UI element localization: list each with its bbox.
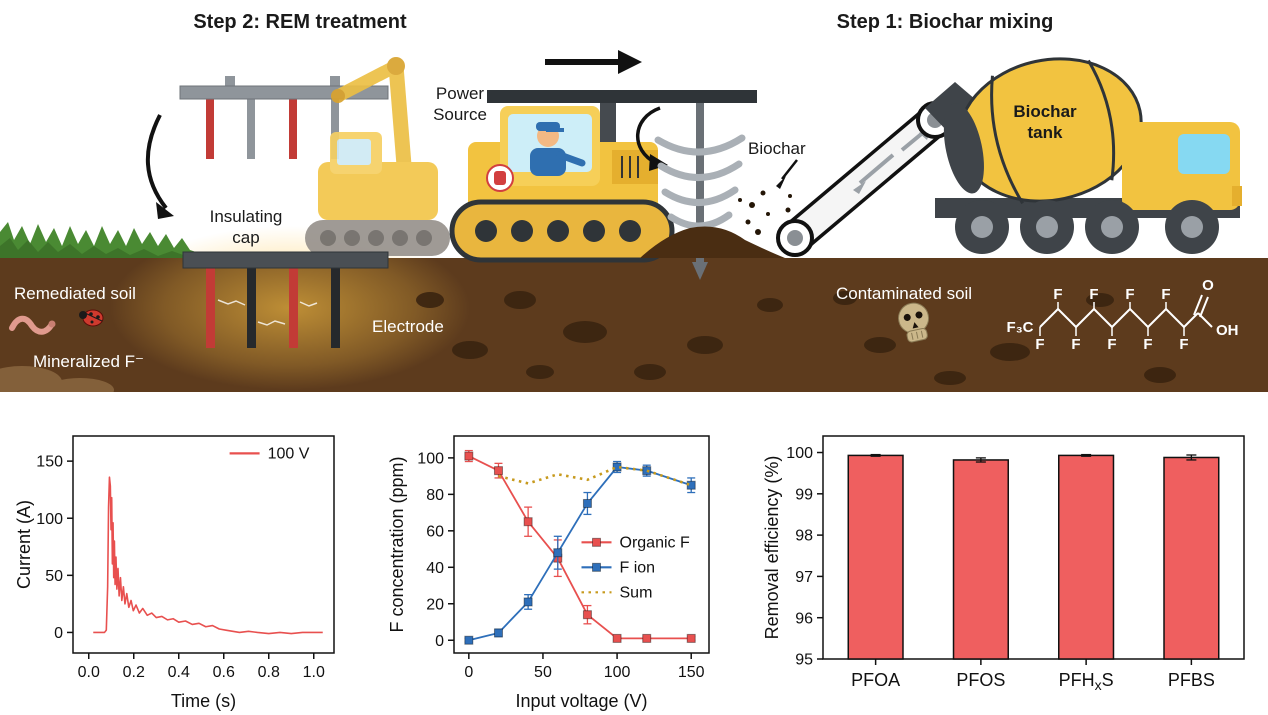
svg-text:0: 0 [54, 625, 63, 642]
mixer-truck [925, 57, 1242, 254]
step2-title: Step 2: REM treatment [193, 11, 407, 33]
svg-text:150: 150 [678, 664, 705, 681]
svg-text:0.2: 0.2 [123, 664, 145, 681]
svg-text:50: 50 [534, 664, 552, 681]
mixer-drum [943, 57, 1143, 205]
svg-text:F concentration (ppm): F concentration (ppm) [388, 456, 407, 632]
svg-text:97: 97 [795, 569, 813, 586]
biochar-label: Biochar [748, 139, 806, 158]
molecule-f: F [1179, 336, 1188, 353]
machine-logo [486, 164, 514, 192]
svg-text:100 V: 100 V [268, 445, 310, 462]
svg-text:1.0: 1.0 [303, 664, 325, 681]
molecule-f: F [1161, 286, 1170, 303]
svg-text:0.0: 0.0 [78, 664, 100, 681]
insulating-cap-label: Insulating cap [209, 207, 283, 247]
conveyor-belt [776, 101, 954, 257]
soil-cracks [217, 299, 318, 326]
svg-text:Input voltage (V): Input voltage (V) [515, 691, 647, 711]
molecule-f: F [1035, 336, 1044, 353]
remediated-soil-label: Remediated soil [14, 284, 136, 303]
soil-clumps [416, 291, 1176, 385]
svg-text:96: 96 [795, 610, 813, 627]
molecule-f: F [1143, 336, 1152, 353]
molecule-f: F [1107, 336, 1116, 353]
svg-text:0: 0 [464, 664, 473, 681]
excavator [305, 57, 450, 256]
mineralized-f-label: Mineralized F⁻ [33, 352, 145, 371]
right-arrow-icon [545, 50, 642, 74]
svg-text:F ion: F ion [620, 559, 656, 576]
biochar-pointer-arrow-icon [776, 159, 798, 189]
svg-text:0.8: 0.8 [258, 664, 280, 681]
svg-text:150: 150 [36, 454, 63, 471]
svg-text:80: 80 [426, 487, 444, 504]
installed-insulating-cap [182, 251, 389, 348]
svg-text:0.6: 0.6 [213, 664, 235, 681]
molecule-f: F [1125, 286, 1134, 303]
molecule-oh: OH [1216, 322, 1239, 339]
molecule-f: F [1089, 286, 1098, 303]
svg-text:20: 20 [426, 596, 444, 613]
svg-text:Sum: Sum [620, 584, 653, 601]
grass [0, 222, 196, 258]
svg-text:100: 100 [417, 450, 444, 467]
light-soil-patches [0, 366, 114, 392]
svg-text:100: 100 [36, 511, 63, 528]
svg-text:0: 0 [435, 633, 444, 650]
svg-text:0.4: 0.4 [168, 664, 190, 681]
svg-text:Time (s): Time (s) [171, 691, 236, 711]
svg-text:Removal efficiency (%): Removal efficiency (%) [763, 456, 782, 640]
svg-text:100: 100 [604, 664, 631, 681]
molecule-f: F [1071, 336, 1080, 353]
power-source-machine [449, 90, 757, 263]
process-illustration: F₃C F F F F F F F F F O OH [0, 50, 1268, 392]
svg-text:PFOA: PFOA [851, 670, 900, 690]
svg-text:99: 99 [795, 486, 813, 503]
curved-down-arrow-icon [145, 114, 174, 219]
molecule-cf3: F₃C [1007, 319, 1034, 336]
step1-title: Step 1: Biochar mixing [836, 11, 1054, 33]
svg-text:Organic F: Organic F [620, 534, 690, 551]
svg-text:98: 98 [795, 528, 813, 545]
mixer-truck-cab [1122, 122, 1242, 210]
skull-icon [898, 302, 930, 343]
svg-text:100: 100 [786, 445, 813, 462]
electrode-label: Electrode [372, 317, 444, 336]
svg-text:PFHxS: PFHxS [1059, 670, 1114, 693]
svg-text:40: 40 [426, 560, 444, 577]
pfoa-molecule: F₃C F F F F F F F F F O OH [1007, 277, 1239, 353]
molecule-o: O [1202, 277, 1214, 294]
svg-text:50: 50 [45, 568, 63, 585]
contaminated-soil-label: Contaminated soil [836, 284, 973, 303]
svg-text:60: 60 [426, 523, 444, 540]
svg-text:95: 95 [795, 652, 813, 669]
molecule-f: F [1053, 286, 1062, 303]
worm-icon [9, 315, 56, 335]
driver [530, 122, 586, 176]
svg-text:PFOS: PFOS [956, 670, 1005, 690]
biochar-tank-label: Biochar tank [1013, 102, 1077, 142]
svg-text:Current (A): Current (A) [15, 500, 34, 589]
ladybug-icon [79, 309, 104, 327]
rotation-arrow-icon [636, 106, 668, 171]
soil-mound [640, 226, 785, 258]
svg-text:PFBS: PFBS [1168, 670, 1215, 690]
power-source-label: Power Source [433, 84, 487, 124]
truck-wheels [955, 200, 1219, 254]
